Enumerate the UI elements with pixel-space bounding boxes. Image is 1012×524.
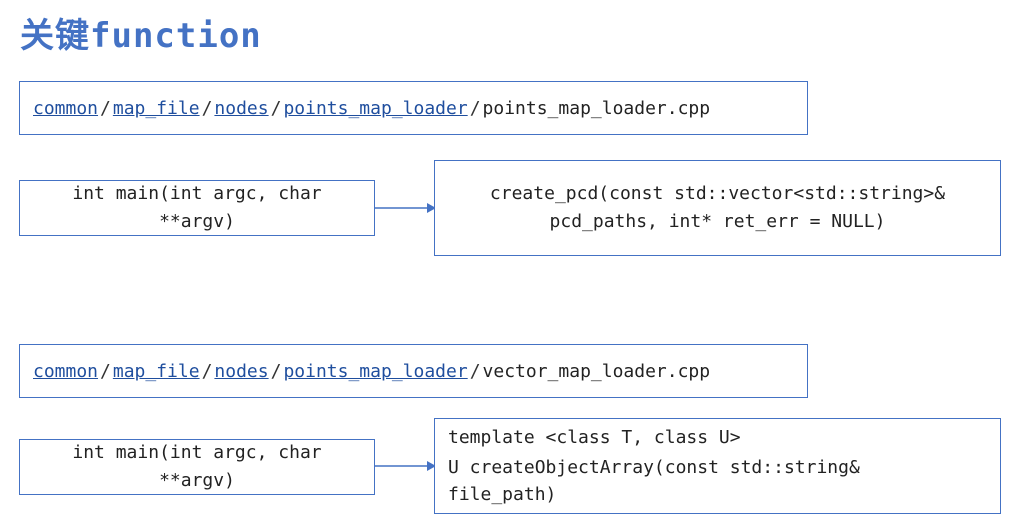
path-link-points-map-loader[interactable]: points_map_loader <box>283 360 468 382</box>
caller-text-line2: **argv) <box>159 470 235 491</box>
callee-text-line1: template <class T, class U> <box>448 427 741 448</box>
caller-text-line2: **argv) <box>159 211 235 232</box>
callee-box-1: create_pcd(const std::vector<std::string… <box>434 160 1001 256</box>
path-link-common[interactable]: common <box>33 97 99 119</box>
caller-box-1: int main(int argc, char **argv) <box>19 180 375 236</box>
callee-text-line2: pcd_paths, int* ret_err = NULL) <box>549 211 886 232</box>
path-separator: / <box>469 97 481 119</box>
path-separator: / <box>100 360 111 382</box>
path-link-nodes[interactable]: nodes <box>214 360 269 382</box>
path-link-map-file[interactable]: map_file <box>112 97 200 119</box>
path-link-common[interactable]: common <box>33 360 99 382</box>
caller-text-line1: int main(int argc, char <box>72 442 322 463</box>
callee-text-line1: create_pcd(const std::vector<std::string… <box>489 183 946 204</box>
path-link-map-file[interactable]: map_file <box>112 360 200 382</box>
path-separator: / <box>469 360 481 382</box>
path-separator: / <box>270 360 282 382</box>
file-path-box-1: common/map_file/nodes/points_map_loader/… <box>19 81 808 135</box>
callee-text-line2: U createObjectArray(const std::string& <box>448 457 860 478</box>
caller-text-line1: int main(int argc, char <box>72 183 322 204</box>
file-name: vector_map_loader.cpp <box>482 360 711 382</box>
path-separator: / <box>270 97 282 119</box>
file-name: points_map_loader.cpp <box>482 97 711 119</box>
file-path-box-2: common/map_file/nodes/points_map_loader/… <box>19 344 808 398</box>
caller-box-2: int main(int argc, char **argv) <box>19 439 375 495</box>
path-separator: / <box>201 97 213 119</box>
path-link-points-map-loader[interactable]: points_map_loader <box>283 97 468 119</box>
call-arrow-2 <box>375 461 436 471</box>
path-link-nodes[interactable]: nodes <box>214 97 269 119</box>
path-separator: / <box>100 97 111 119</box>
callee-box-2: template <class T, class U> U createObje… <box>434 418 1001 514</box>
call-arrow-1 <box>375 203 436 213</box>
callee-text-line3: file_path) <box>448 484 557 505</box>
slide-title: 关键function <box>20 16 262 56</box>
path-separator: / <box>201 360 213 382</box>
